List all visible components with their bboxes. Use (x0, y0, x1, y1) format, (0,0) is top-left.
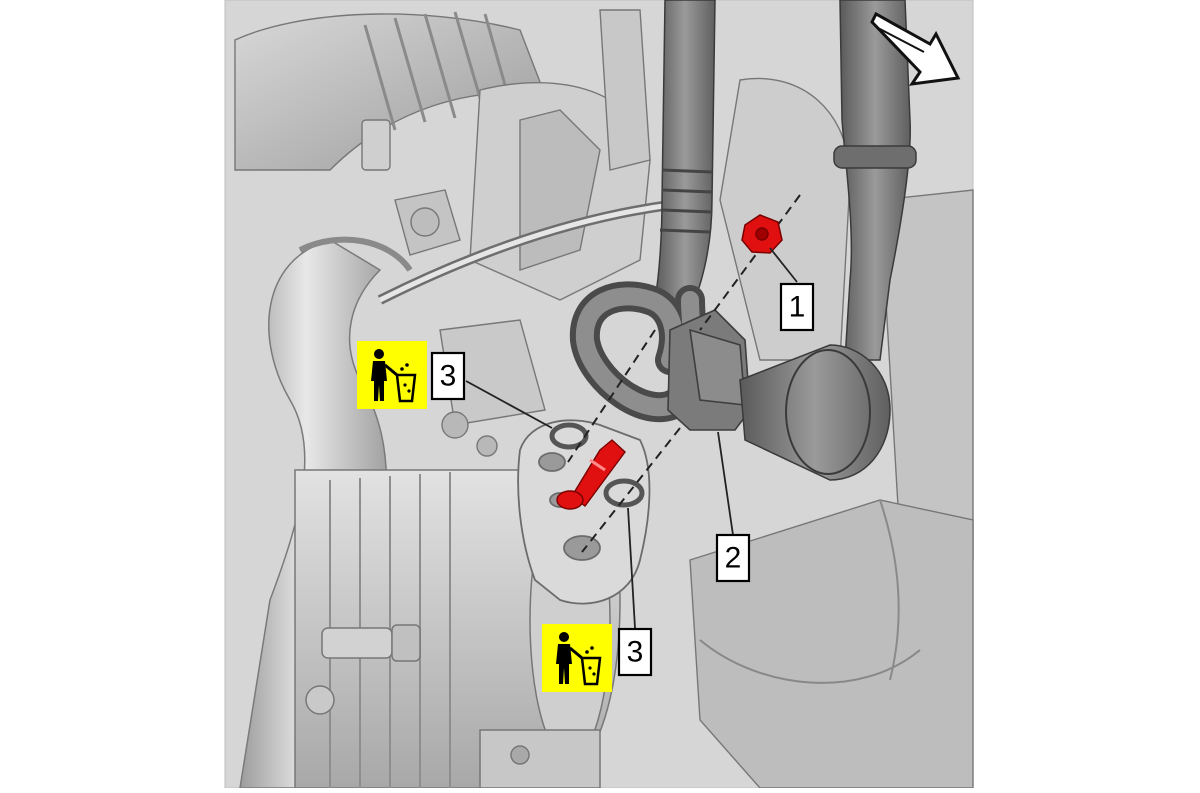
seal-ring-lower (603, 478, 645, 508)
callout-2-label: 2 (725, 542, 742, 575)
callout-3-lower-label: 3 (627, 636, 644, 669)
callout-1-label: 1 (789, 291, 806, 324)
callout-2: 2 (715, 533, 751, 583)
callout-1: 1 (779, 282, 815, 332)
view-direction-arrow-icon (870, 11, 961, 86)
line-block-fitting (667, 309, 751, 431)
nut-highlighted (741, 214, 783, 254)
callout-3-lower: 3 (617, 627, 653, 677)
callout-3-upper-label: 3 (440, 360, 457, 393)
discard-trash-icon (357, 341, 427, 409)
manifold-block (517, 419, 651, 605)
engine-background (234, 9, 974, 789)
ac-muffler-hose (739, 0, 917, 481)
callout-3-upper: 3 (430, 351, 466, 401)
bolt-highlighted (556, 439, 626, 510)
discard-trash-icon (542, 624, 612, 692)
installation-axis-lines (567, 194, 801, 553)
callout-leaders (465, 247, 798, 629)
